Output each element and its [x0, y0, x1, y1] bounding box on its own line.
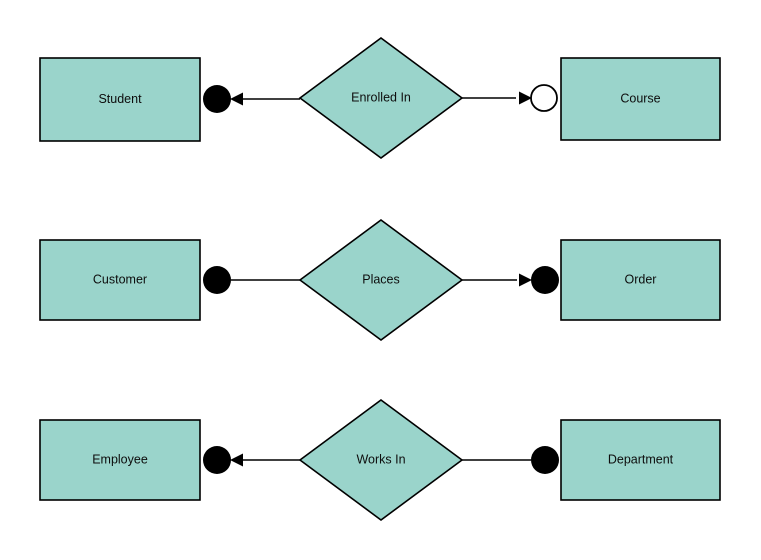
cardinality-dot-order-mandatory-many	[531, 266, 559, 294]
arrowhead-toward-order	[519, 273, 532, 287]
entity-department[interactable]: Department	[560, 419, 721, 501]
cardinality-dot-course-optional	[530, 84, 558, 112]
entity-customer[interactable]: Customer	[39, 239, 201, 321]
arrowhead-toward-employee	[230, 453, 243, 467]
relationship-enrolled-in[interactable]: Enrolled In	[298, 37, 464, 159]
relationship-works-in-diamond[interactable]	[298, 399, 464, 521]
arrowhead-toward-course	[519, 91, 532, 105]
entity-course[interactable]: Course	[560, 57, 721, 141]
entity-employee-box[interactable]	[39, 419, 201, 501]
cardinality-dot-employee-mandatory-many	[203, 446, 231, 474]
cardinality-dot-student-mandatory-many	[203, 85, 231, 113]
entity-student[interactable]: Student	[39, 57, 201, 142]
cardinality-dot-department-mandatory-many	[531, 446, 559, 474]
relationship-row-enrolled-in: Student Enrolled In Course	[39, 37, 721, 159]
relationship-row-works-in: Employee Works In Department	[39, 399, 721, 521]
entity-order[interactable]: Order	[560, 239, 721, 321]
entity-customer-box[interactable]	[39, 239, 201, 321]
entity-department-box[interactable]	[560, 419, 721, 501]
entity-student-box[interactable]	[39, 57, 201, 142]
entity-order-box[interactable]	[560, 239, 721, 321]
entity-course-box[interactable]	[560, 57, 721, 141]
relationship-row-places: Customer Places Order	[39, 219, 721, 341]
cardinality-dot-customer-mandatory-many	[203, 266, 231, 294]
entity-employee[interactable]: Employee	[39, 419, 201, 501]
arrowhead-toward-student	[230, 92, 243, 106]
relationship-works-in[interactable]: Works In	[298, 399, 464, 521]
relationship-places-diamond[interactable]	[298, 219, 464, 341]
relationship-enrolled-in-diamond[interactable]	[298, 37, 464, 159]
relationship-places[interactable]: Places	[298, 219, 464, 341]
